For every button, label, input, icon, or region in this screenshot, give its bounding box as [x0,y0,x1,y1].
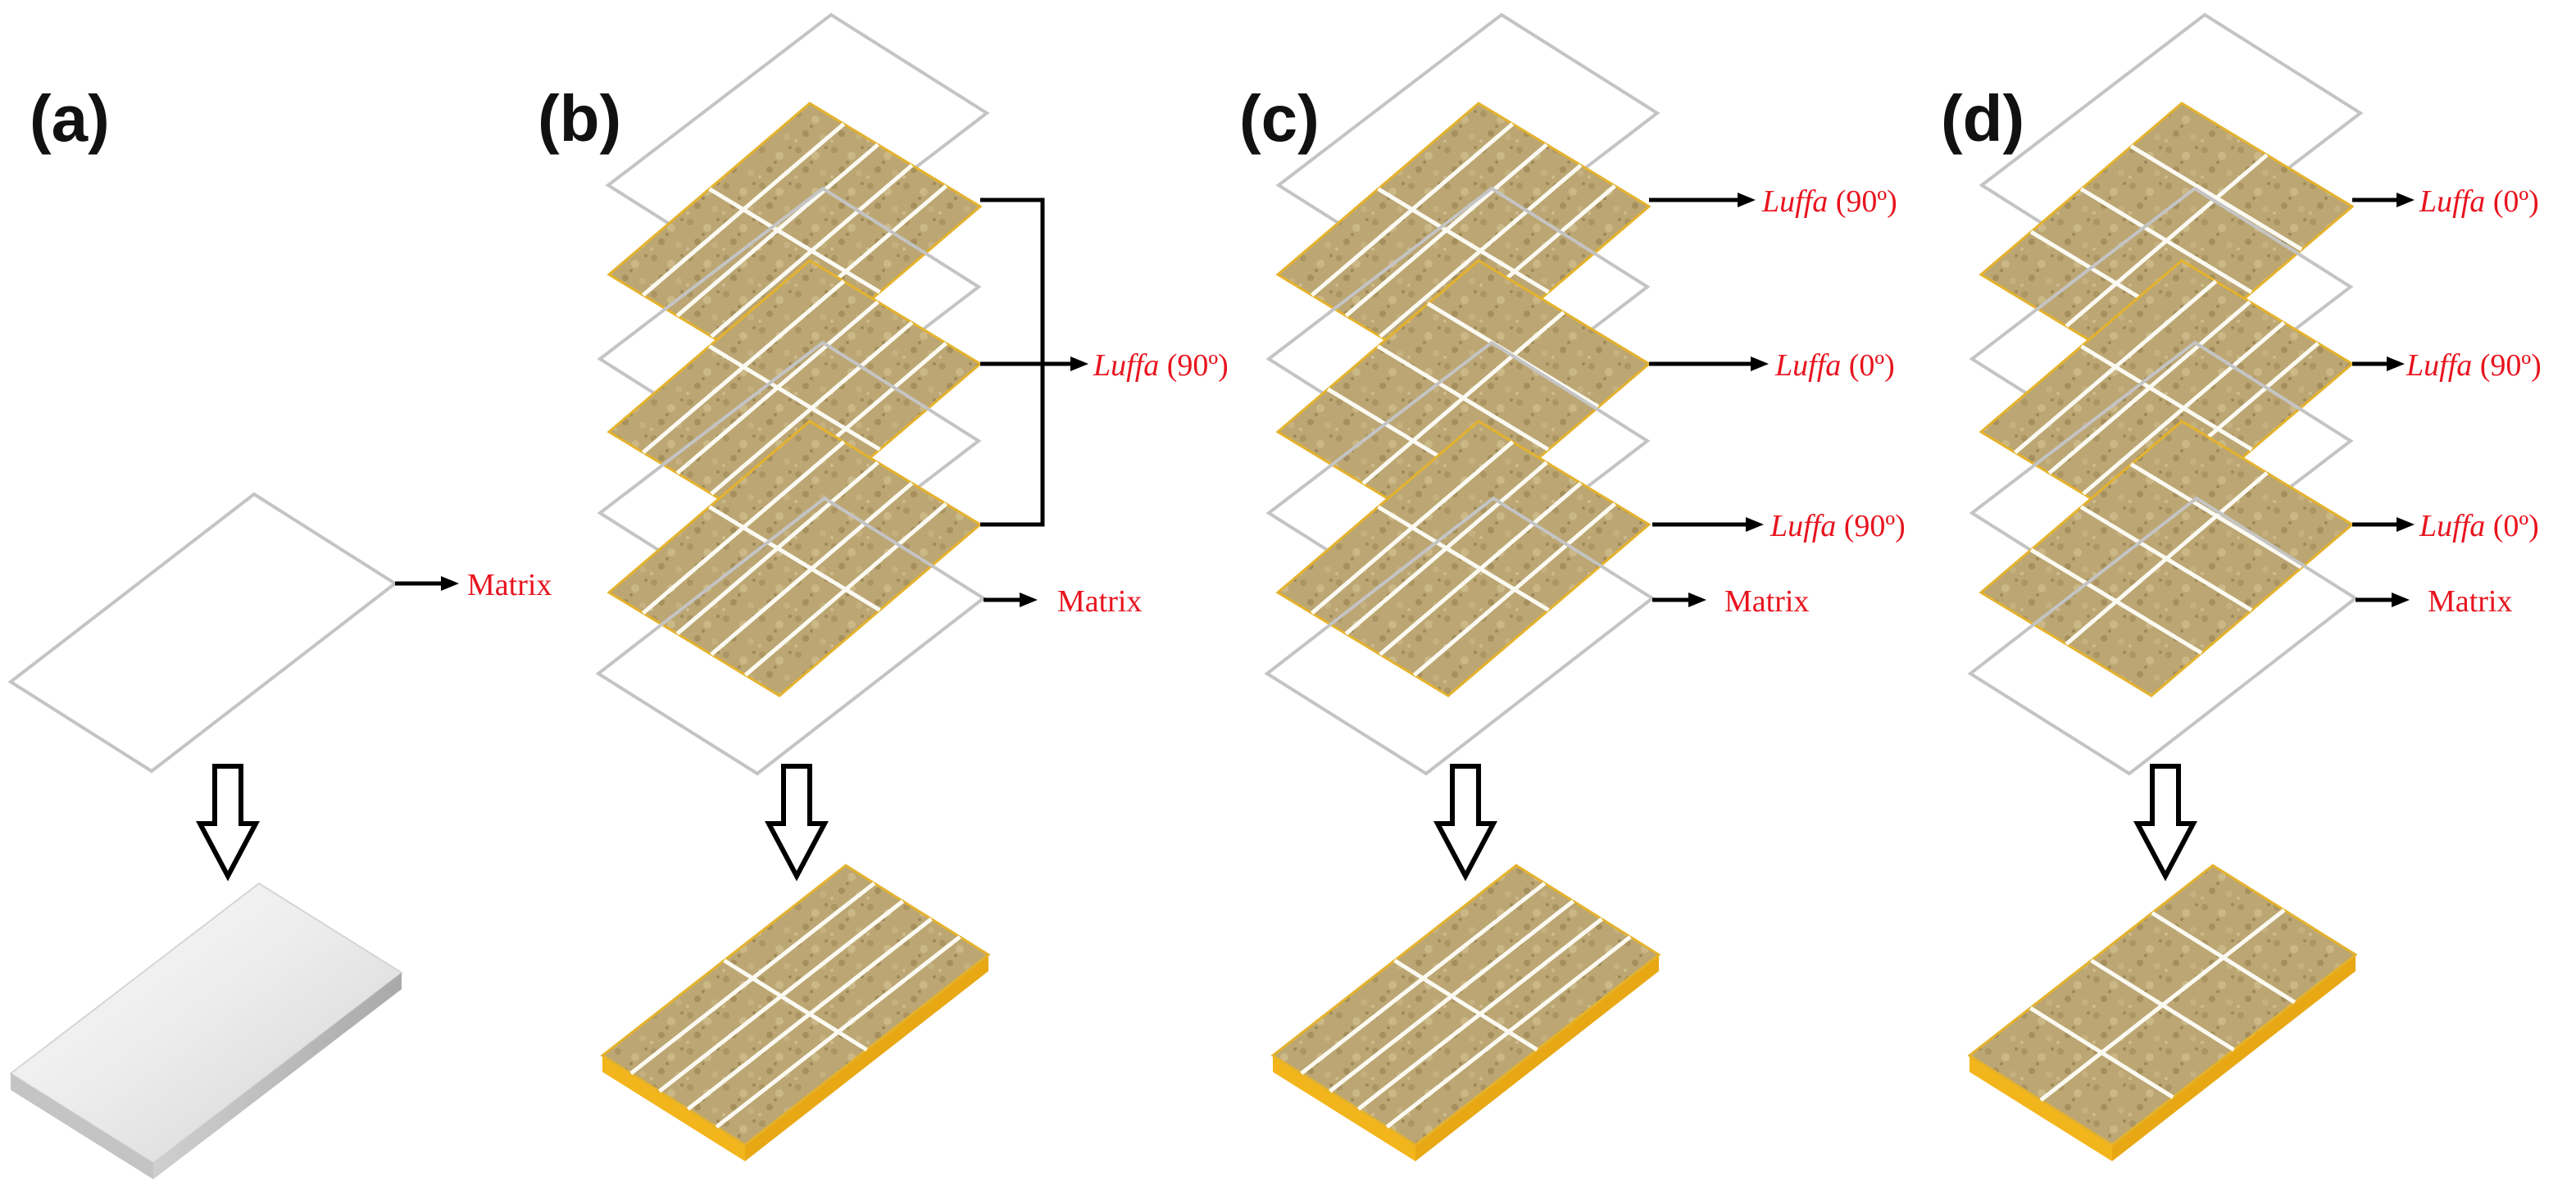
arrow-right-icon [2387,356,2405,371]
ply [607,102,983,379]
composite-plate [1967,864,2358,1161]
panel-label: (b) [538,82,621,155]
ply-material: Luffa [1770,509,1836,543]
ply-label: Luffa (0º) [2419,509,2539,543]
panel-c: (c) [1239,12,1906,1161]
matrix-label: Matrix [1057,584,1142,619]
fiber-seam [1361,311,1565,485]
panel-b: (b) [538,12,1229,1161]
ply-material: Luffa [2406,348,2472,383]
ply [1275,420,1651,697]
ply-material: Luffa [1761,184,1828,219]
matrix-sheet [7,492,398,774]
layer-stack [1264,12,1661,776]
hollow-down-arrow-icon [196,764,260,882]
panel-a: (a) Matrix [7,82,552,1179]
panel-d: (d) [1941,12,2542,1161]
fiber-seam [2039,908,2286,1102]
fiber-seam [1393,958,1538,1052]
arrow-right-icon [1688,592,1706,607]
arrow-right-icon [2397,193,2415,207]
hollow-down-arrow-icon [1433,764,1497,882]
plate-side-back [1415,955,1659,1161]
matrix-sheet [1264,496,1656,776]
matrix-label: Matrix [1724,584,1809,619]
fiber-seam [708,505,881,612]
ply-material: Luffa [2419,509,2485,543]
arrow-right-icon [1738,193,1756,207]
ply-label: Luffa (90º) [1770,509,1906,543]
fiber-seam [1377,505,1550,612]
composite-plate [1270,864,1661,1161]
fiber-seam [2080,344,2253,452]
ply [607,420,983,697]
hollow-down-arrow-icon [2133,764,2197,882]
arrow-right-icon [2397,517,2415,532]
plate-side-back [745,955,988,1161]
matrix-label: Matrix [467,568,552,602]
plate-side-front [602,1056,745,1161]
ply-angle: (90º) [1167,348,1229,383]
layer-stack [1967,12,2364,776]
ply-label: Luffa (0º) [1774,348,1895,383]
arrow-right-icon [1751,356,1769,371]
ply [1275,102,1651,379]
panel-label: (d) [1941,82,2024,155]
fiber-seam [723,958,868,1052]
ply-material: Luffa [2419,184,2485,219]
panel-label: (c) [1239,82,1320,155]
matrix-plate [9,882,403,1179]
hollow-down-arrow-icon [765,764,829,882]
plate-side-front [1273,1056,1415,1161]
fiber-seam [708,187,881,294]
matrix-sheet [595,496,987,776]
ply-angle: (0º) [1849,348,1895,383]
arrow-right-icon [2392,592,2410,607]
ply-angle: (90º) [1836,184,1897,219]
arrow-right-icon [1020,592,1038,607]
fiber-seam [2065,471,2269,646]
panel-label: (a) [30,82,110,155]
fiber-seam [708,344,881,452]
plate-side-front [1969,1056,2112,1161]
ply-material: Luffa [1774,348,1841,383]
matrix-label: Matrix [2428,584,2512,619]
ply-material: Luffa [1093,348,1159,383]
ply-angle: (0º) [2493,184,2539,219]
plate-side-front [11,1074,153,1179]
ply-label: Luffa (90º) [1761,184,1897,219]
fiber-seam [1377,187,1550,294]
ply-angle: (90º) [1844,509,1906,543]
plate-side-right [153,973,402,1179]
matrix-sheet [1967,496,2359,776]
arrow-right-icon [441,576,459,591]
ply-angle: (0º) [2493,509,2539,543]
fiber-seam [2065,153,2269,328]
ply [1979,420,2355,697]
layer-stack [595,12,990,776]
ply-label-group: Luffa (90º) [1093,348,1229,383]
plate-side-back [2112,955,2356,1161]
ply-label: Luffa (0º) [2419,184,2539,219]
ply-label: Luffa (90º) [2406,348,2542,383]
composite-plate [600,864,991,1161]
arrow-right-icon [1746,517,1764,532]
arrow-right-icon [1070,356,1088,371]
ply-angle: (90º) [2480,348,2542,383]
